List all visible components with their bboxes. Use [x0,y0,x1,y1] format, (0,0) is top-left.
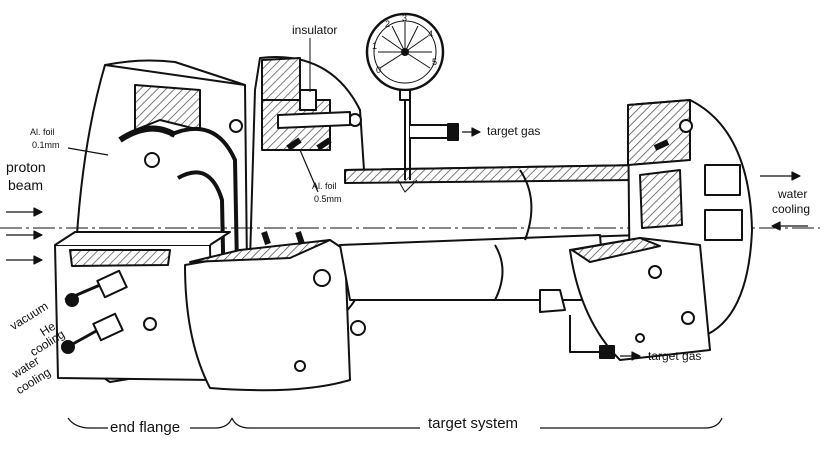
gauge-tick-5: 5 [432,57,438,67]
gauge-tick-0: 0 [376,65,382,75]
al-foil-2-label: Al. foil [312,181,337,191]
section-braces [67,417,723,429]
al-foil-1-thickness: 0.1mm [32,140,60,150]
insulator-bolt [277,38,351,129]
gauge-tick-1: 1 [372,41,378,51]
target-tube [0,164,820,313]
gauge-tick-4: 4 [428,29,434,39]
water-right-cooling-label: cooling [772,202,811,216]
end-flange-label: end flange [110,419,181,436]
target-system-label: target system [428,415,519,432]
al-foil-1-label: Al. foil [30,127,55,137]
arrows [6,127,808,361]
gauge-tick-2: 2 [385,19,391,29]
pressure-gauge [365,12,459,193]
water-right-label: water [778,187,808,201]
right-flange [569,99,753,361]
end-flange [54,59,249,383]
al-foil-2-thickness: 0.5mm [314,194,342,204]
gauge-tick-3: 3 [402,13,408,23]
target-gas-top-label: target gas [487,124,541,138]
insulator-label: insulator [292,23,338,37]
target-gas-bottom-label: target gas [648,349,702,363]
proton-label: proton [6,159,46,175]
beam-label: beam [8,177,44,193]
